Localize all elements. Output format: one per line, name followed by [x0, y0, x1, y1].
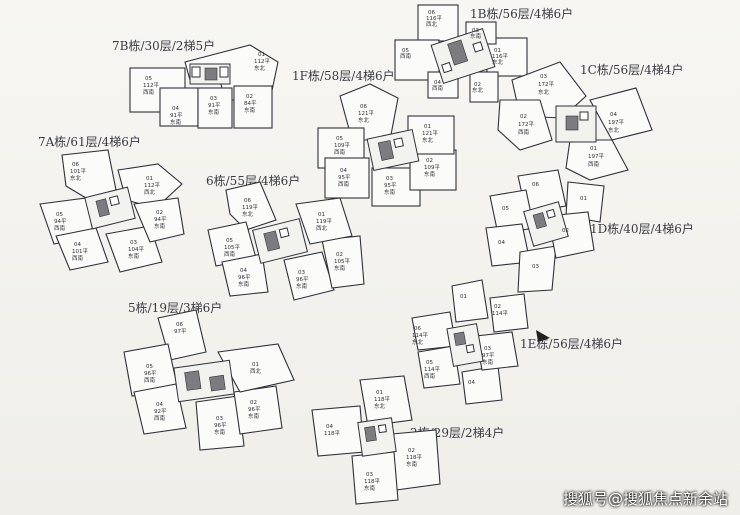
- unit-1d-02: 02: [562, 228, 569, 234]
- building-1f-title: 1F栋/58层/4梯6户: [292, 68, 395, 83]
- arrow-marker-icon: [536, 330, 550, 342]
- unit-1d-04: 04: [498, 240, 505, 246]
- building-1d-title: 1D栋/40层/4梯6户: [590, 221, 694, 236]
- unit-1e-04: 04: [468, 380, 475, 386]
- building-1b-title: 1B栋/56层/4梯6户: [470, 6, 573, 21]
- building-1c-title: 1C栋/56层/4梯4户: [580, 62, 683, 77]
- building-1d-plan: 06 01 05 04 03 02: [485, 169, 605, 293]
- watermark: 搜狐号@搜狐焦点新余站: [562, 490, 728, 508]
- building-1e-title: 1E栋/56层/4梯6户: [520, 336, 623, 351]
- building-5-title: 5栋/19层/3梯6户: [128, 300, 222, 315]
- unit-1d-03: 03: [532, 264, 539, 270]
- unit-1d-06: 06: [532, 182, 539, 188]
- building-7a-title: 7A栋/61层/4梯6户: [38, 134, 141, 149]
- building-6-title: 6栋/55层/4梯6户: [206, 173, 300, 188]
- unit-1d-01: 01: [580, 196, 587, 202]
- unit-1d-05: 05: [502, 206, 509, 212]
- unit-1e-01: 01: [460, 294, 467, 300]
- building-7b-title: 7B栋/30层/2梯5户: [112, 38, 215, 53]
